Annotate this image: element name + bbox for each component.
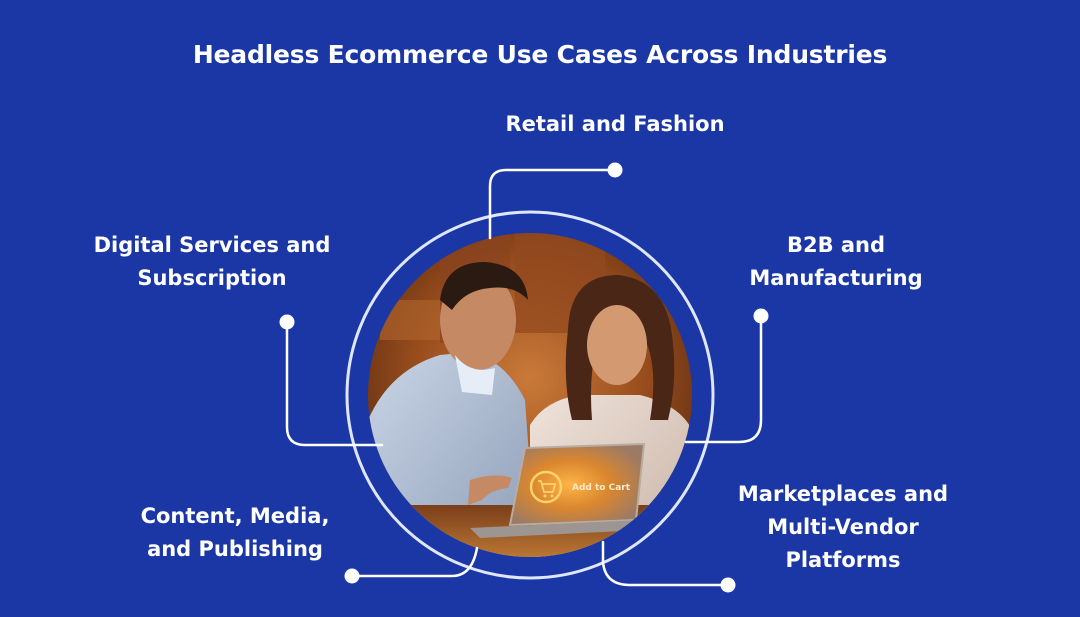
dot-marketplaces — [720, 577, 736, 593]
dot-content — [344, 568, 360, 584]
central-photo: Add to Cart — [368, 233, 692, 557]
label-b2b-manufacturing: B2B and Manufacturing — [749, 233, 923, 290]
shopping-cart-icon — [529, 470, 563, 504]
dot-retail — [607, 162, 623, 178]
add-to-cart-text: Add to Cart — [572, 483, 631, 493]
page-title: Headless Ecommerce Use Cases Across Indu… — [192, 40, 888, 69]
connector-retail — [488, 168, 614, 240]
connector-content — [350, 546, 479, 578]
dot-b2b — [753, 308, 769, 324]
connector-b2b — [684, 314, 763, 444]
label-retail-fashion: Retail and Fashion — [505, 112, 725, 136]
outer-ring — [345, 210, 715, 580]
label-content-media: Content, Media, and Publishing — [140, 504, 330, 561]
connector-digital — [285, 320, 384, 447]
connector-marketplaces — [601, 540, 728, 587]
label-digital-services: Digital Services and Subscription — [93, 233, 331, 290]
label-marketplaces: Marketplaces and Multi-Vendor Platforms — [737, 482, 949, 572]
dot-digital — [279, 314, 295, 330]
